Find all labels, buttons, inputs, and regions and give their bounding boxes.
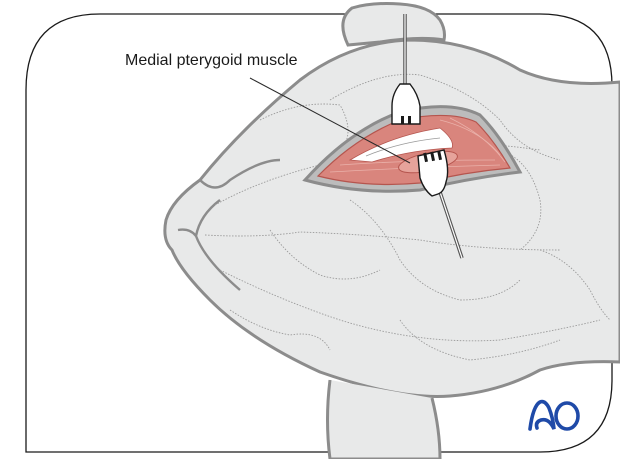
logo-letter-a bbox=[528, 399, 556, 431]
fascia bbox=[348, 127, 453, 163]
ao-logo bbox=[528, 399, 580, 431]
ear-top bbox=[341, 2, 446, 47]
annotation-medial-pterygoid: Medial pterygoid muscle bbox=[125, 52, 298, 69]
logo-letter-o bbox=[554, 401, 580, 431]
retractor-bottom bbox=[417, 149, 464, 259]
retractor-top bbox=[391, 14, 421, 125]
head-outline bbox=[163, 38, 620, 398]
nose-fold bbox=[177, 158, 281, 291]
leader-line bbox=[249, 77, 411, 164]
